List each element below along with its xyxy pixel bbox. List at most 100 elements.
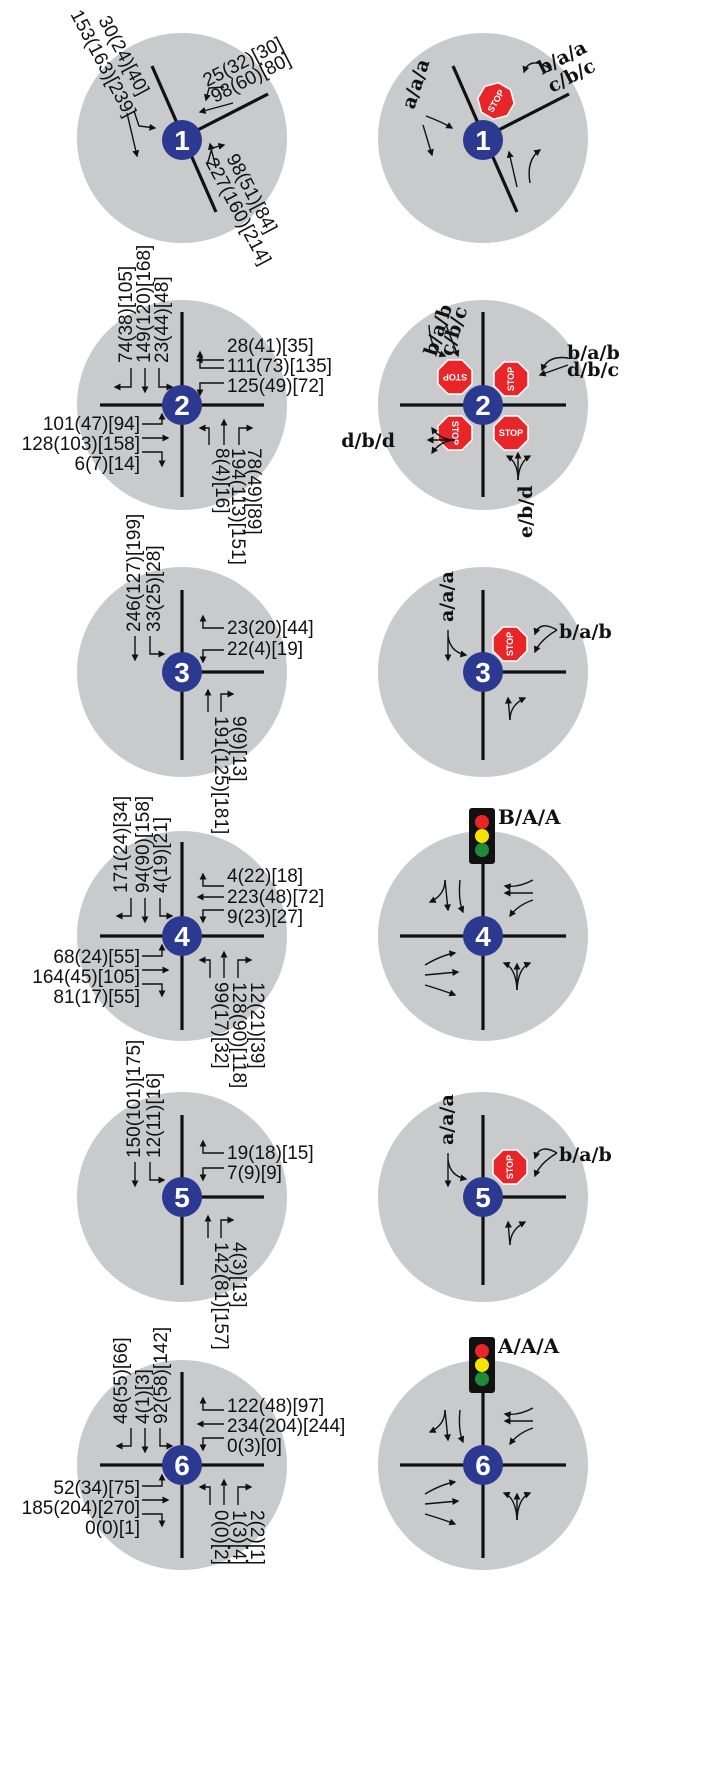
- intersection-number: 5: [174, 1182, 190, 1213]
- traffic-signal-icon: [469, 808, 495, 864]
- intersection-number: 1: [475, 125, 491, 156]
- volume-label: 128(90)[118]: [228, 982, 249, 1088]
- intersection-6-los: A/A/A 6: [378, 1334, 588, 1570]
- intersection-6-volumes: 6 48(55)[66] 4(1)[3] 92(58)[142] 122(48)…: [22, 1327, 345, 1570]
- volume-label: 6(7)[14]: [75, 454, 140, 475]
- volume-label: 185(204)[270]: [22, 1498, 140, 1519]
- volume-label: 191(125)[181]: [210, 716, 231, 834]
- volume-label: 4(19)[21]: [151, 817, 172, 893]
- volume-label: 92(58)[142]: [151, 1327, 172, 1424]
- los-label: b/a/b: [559, 621, 612, 643]
- intersection-number: 3: [174, 657, 190, 688]
- volume-label: 246(127)[199]: [124, 514, 145, 632]
- intersection-4-los: B/A/A 4: [378, 805, 588, 1041]
- stop-sign-label: STOP: [443, 372, 467, 382]
- los-label: d/b/d: [341, 430, 395, 452]
- volume-label: 128(103)[158]: [22, 434, 140, 455]
- intersection-number-badge: [463, 385, 503, 425]
- volume-label: 4(1)[3]: [133, 1369, 154, 1424]
- intersection-number: 1: [174, 125, 190, 156]
- volume-label: 223(48)[72]: [227, 887, 324, 908]
- volume-label: 9(23)[27]: [227, 907, 303, 928]
- volume-label: 2(2)[1]: [246, 1510, 267, 1565]
- los-label: b/a/b: [567, 342, 620, 364]
- intersection-number-badge: [162, 385, 202, 425]
- volume-label: 78(49)[89]: [243, 448, 264, 535]
- intersection-number-badge: [162, 1445, 202, 1485]
- volume-label: 234(204)[244]: [227, 1416, 345, 1437]
- volume-label: 23(20)[44]: [227, 618, 314, 639]
- intersection-number-badge: [463, 1177, 503, 1217]
- intersection-number-badge: [463, 120, 503, 160]
- stop-sign: STOP: [492, 1149, 528, 1185]
- volume-label: 12(21)[39]: [246, 982, 267, 1069]
- intersection-number-badge: [162, 1177, 202, 1217]
- volume-label: 48(55)[66]: [111, 1337, 132, 1424]
- volume-label: 19(18)[15]: [227, 1143, 314, 1164]
- intersection-number-badge: [463, 916, 503, 956]
- volume-label: 9(9)[13]: [228, 716, 249, 781]
- volume-label: 33(25)[28]: [144, 545, 165, 632]
- stop-sign-label: STOP: [505, 1155, 515, 1179]
- stop-sign: STOP: [493, 361, 529, 397]
- intersection-number-badge: [463, 652, 503, 692]
- volume-label: 22(4)[19]: [227, 639, 303, 660]
- volume-label: 94(90)[158]: [133, 796, 154, 893]
- intersection-5-volumes: 5 150(101)[175] 12(11)[16] 19(18)[15] 7(…: [77, 1040, 314, 1350]
- volume-label: 23(44)[48]: [152, 276, 173, 363]
- volume-label: 68(24)[55]: [53, 947, 140, 968]
- volume-label: 194(113)[151]: [227, 448, 248, 565]
- intersection-number-badge: [162, 652, 202, 692]
- stop-sign: STOP: [437, 359, 473, 395]
- volume-label: 125(49)[72]: [227, 376, 324, 397]
- los-label: e/b/d: [515, 485, 537, 538]
- volume-label: 111(73)[135]: [227, 356, 332, 377]
- signal-los-label: B/A/A: [498, 805, 561, 829]
- stop-sign-label: STOP: [499, 428, 523, 438]
- stop-sign-label: STOP: [450, 421, 460, 445]
- stop-sign: STOP: [472, 77, 520, 125]
- intersection-number: 6: [174, 1450, 190, 1481]
- volume-label: 101(47)[94]: [43, 414, 140, 435]
- intersection-3-volumes: 3 246(127)[199] 33(25)[28] 23(20)[44] 22…: [77, 514, 314, 834]
- stop-sign: STOP: [493, 415, 529, 451]
- intersection-number: 2: [174, 390, 190, 421]
- intersection-number-badge: [463, 1445, 503, 1485]
- volume-label: 122(48)[97]: [227, 1396, 324, 1417]
- volume-label: 0(0)[2]: [210, 1510, 231, 1565]
- volume-label: 4(22)[18]: [227, 866, 303, 887]
- volume-label: 164(45)[105]: [32, 967, 140, 988]
- intersection-number-badge: [162, 120, 202, 160]
- stop-sign-label: STOP: [506, 367, 516, 391]
- volume-label: 149(120)[168]: [134, 245, 155, 363]
- intersection-3-los: 3 STOP a/a/a b/a/b: [378, 567, 612, 777]
- los-label: a/a/a: [436, 1094, 458, 1145]
- los-label: a/a/a: [436, 571, 458, 622]
- volume-label: 7(9)[9]: [227, 1163, 282, 1184]
- stop-sign-label: STOP: [505, 632, 515, 656]
- volume-label: 74(38)[105]: [116, 266, 137, 363]
- volume-label: 28(41)[35]: [227, 336, 314, 357]
- intersection-5-los: 5 STOP a/a/a b/a/b: [378, 1092, 612, 1302]
- intersection-number: 3: [475, 657, 491, 688]
- los-label: d/b/c: [567, 359, 619, 381]
- intersection-4-volumes: 4 171(24)[34] 94(90)[158] 4(19)[21] 4(22…: [32, 796, 324, 1089]
- stop-sign: STOP: [492, 626, 528, 662]
- volume-label: 52(34)[75]: [53, 1478, 140, 1499]
- intersection-1-volumes: 1 153(163)[239] 30(24)[40] 25(32)[30] 98…: [66, 6, 295, 268]
- volume-label: 81(17)[55]: [53, 987, 140, 1008]
- intersection-number: 4: [475, 921, 491, 952]
- volume-label: 8(4)[16]: [211, 448, 232, 513]
- stop-sign: STOP: [437, 415, 473, 451]
- intersection-number: 2: [475, 390, 491, 421]
- volume-label: 171(24)[34]: [111, 796, 132, 893]
- intersection-2-los: 2 STOP STOP STOP STOP b/a/b c/b/c b/a/b …: [341, 300, 620, 538]
- volume-label: 142(81)[157]: [210, 1242, 231, 1350]
- volume-label: 4(3)[13]: [228, 1242, 249, 1307]
- volume-label: 1(3)[4]: [228, 1510, 249, 1565]
- intersection-number-badge: [162, 916, 202, 956]
- signal-los-label: A/A/A: [497, 1334, 560, 1358]
- los-label: b/a/b: [559, 1144, 612, 1166]
- intersection-number: 6: [475, 1450, 491, 1481]
